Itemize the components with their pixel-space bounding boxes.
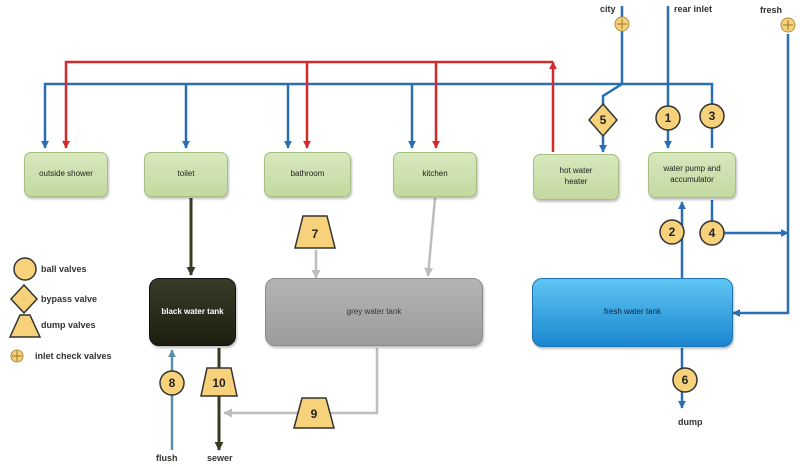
valve-number: 6 — [682, 373, 689, 387]
kitchen-box: kitchen — [393, 152, 477, 197]
ball-valve-8: 8 — [159, 370, 185, 396]
legend-bypass-symbol — [9, 283, 39, 315]
legend-dump-symbol — [8, 314, 42, 338]
fresh-inlet-label: fresh — [760, 5, 783, 15]
kitchen-label: kitchen — [422, 169, 448, 179]
valve-number: 1 — [665, 111, 672, 125]
water-pump-box: water pump and accumulator — [648, 152, 736, 198]
sewer-label: sewer — [207, 453, 233, 463]
bathroom-label: bathroom — [290, 169, 325, 179]
ball-valve-1: 1 — [655, 105, 681, 131]
rear-inlet-label: rear inlet — [674, 4, 713, 14]
ball-valve-4: 4 — [699, 220, 725, 246]
valve-number: 10 — [212, 376, 226, 390]
dump-label: dump — [678, 417, 703, 427]
legend-ball-symbol — [13, 257, 37, 281]
fresh-water-tank-label: fresh water tank — [604, 307, 661, 317]
dump-valve-10: 10 — [200, 367, 238, 397]
hot-water-lines — [62, 60, 557, 152]
valve-number: 8 — [169, 376, 176, 390]
legend-bypass-label: bypass valve — [41, 294, 98, 304]
black-water-tank: black water tank — [149, 278, 236, 346]
toilet-box: toilet — [144, 152, 228, 197]
cold-water-lines — [41, 6, 790, 409]
outside-shower-label: outside shower — [39, 169, 93, 179]
water-pump-label: water pump and accumulator — [663, 164, 721, 184]
grey-water-lines — [223, 197, 437, 418]
legend-ball-label: ball valves — [41, 264, 87, 274]
ball-valve-3: 3 — [699, 103, 725, 129]
bypass-valve-5: 5 — [588, 102, 618, 138]
check-valve-city — [614, 16, 630, 32]
ball-valve-2: 2 — [659, 219, 685, 245]
legend-dump-label: dump valves — [41, 320, 96, 330]
valve-number: 3 — [709, 109, 716, 123]
legend-check-symbol — [10, 349, 24, 363]
bathroom-box: bathroom — [264, 152, 351, 197]
valve-number: 4 — [709, 226, 716, 240]
check-valve-fresh — [780, 17, 796, 33]
valve-number: 7 — [312, 227, 319, 241]
valve-number: 5 — [600, 113, 607, 127]
hot-water-heater-label: hot water heater — [559, 166, 593, 186]
dump-valve-9: 9 — [293, 397, 335, 429]
grey-water-tank: grey water tank — [265, 278, 483, 346]
ball-valve-6: 6 — [672, 367, 698, 393]
city-label: city — [600, 4, 616, 14]
flush-label: flush — [156, 453, 178, 463]
hot-water-heater-box: hot water heater — [533, 154, 619, 200]
grey-water-tank-label: grey water tank — [346, 306, 402, 316]
outside-shower-box: outside shower — [24, 152, 108, 197]
fresh-water-tank: fresh water tank — [532, 278, 733, 347]
legend-check-label: inlet check valves — [35, 351, 112, 361]
toilet-label: toilet — [177, 169, 195, 179]
valve-number: 2 — [669, 225, 676, 239]
black-water-tank-label: black water tank — [161, 306, 224, 316]
valve-number: 9 — [311, 407, 318, 421]
dump-valve-7: 7 — [294, 215, 336, 249]
